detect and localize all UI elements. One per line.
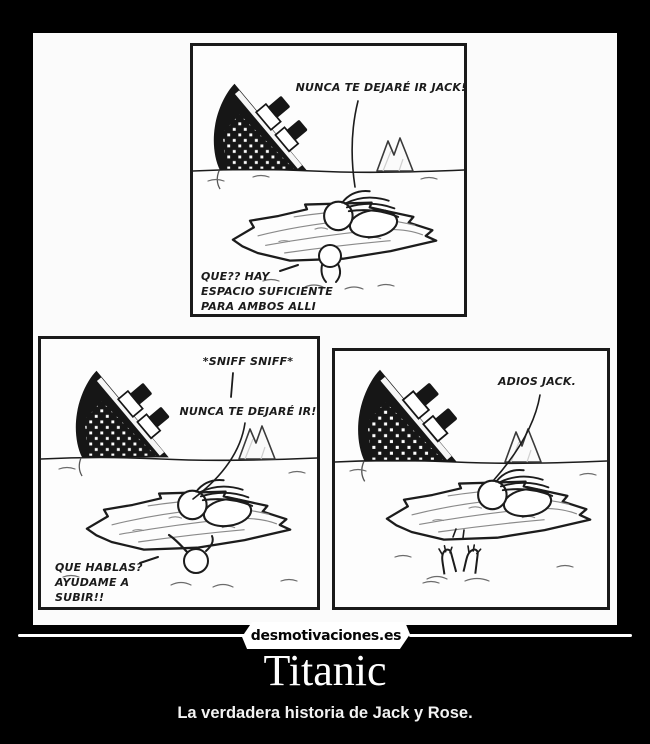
caption-pointer-dash [279,264,299,272]
raft-with-rose-drawing [385,468,592,541]
svg-text:ESPACIO SUFICIENTE: ESPACIO SUFICIENTE [201,285,333,298]
svg-text:SUBIR!!: SUBIR!! [55,591,104,604]
comic-panel-2: *SNIFF SNIFF* NUNCA TE DEJARÉ IR! QUE HA… [38,336,320,610]
panel-1-drawing: NUNCA TE DEJARÉ IR JACK! QUE?? HAY ESPAC… [193,46,464,313]
comic-panel-1: NUNCA TE DEJARÉ IR JACK! QUE?? HAY ESPAC… [190,43,467,317]
watermark-line-left [18,634,246,637]
sfx-pointer-line [230,372,234,398]
poster-title: Titanic [263,646,387,695]
caption-text: QUE HABLAS? AYUDAME A SUBIR!! [54,561,143,604]
speech-pointer-line [492,394,541,482]
panel-2-drawing: *SNIFF SNIFF* NUNCA TE DEJARÉ IR! QUE HA… [41,355,317,604]
poster-subtitle: La verdadera historia de Jack y Rose. [177,704,473,722]
raft-with-rose-drawing [85,478,292,551]
iceberg-drawing [504,428,542,463]
comic-image: NUNCA TE DEJARÉ IR JACK! QUE?? HAY ESPAC… [33,33,617,625]
iceberg-drawing [376,137,414,172]
jack-figure [304,244,364,290]
jack-hands [426,528,490,582]
watermark-ribbon: desmotivaciones.es [242,622,410,649]
sinking-ship-drawing [214,84,311,189]
caption-text: QUE?? HAY ESPACIO SUFICIENTE PARA AMBOS … [201,270,333,313]
panel-3-drawing: ADIOS JACK. [335,351,607,584]
svg-text:PARA AMBOS ALLI: PARA AMBOS ALLI [201,300,316,313]
watermark-line-right [409,634,632,637]
iceberg-drawing [238,425,276,460]
sfx-text: *SNIFF SNIFF* [203,355,293,368]
speech-pointer-line [351,100,359,188]
speech-text: ADIOS JACK. [497,375,576,388]
sinking-ship-drawing [358,370,460,482]
water-ripples [349,468,597,584]
sinking-ship-drawing [76,371,173,476]
svg-text:QUE?? HAY: QUE?? HAY [201,270,270,283]
water-ripples [58,466,306,582]
comic-panel-3: ADIOS JACK. [332,348,610,610]
water-ripples [207,174,438,287]
svg-text:QUE HABLAS?: QUE HABLAS? [55,561,143,574]
caption-pointer-dash [139,556,159,564]
svg-text:AYUDAME A: AYUDAME A [54,576,129,589]
watermark-text: desmotivaciones.es [250,627,402,644]
speech-text: NUNCA TE DEJARÉ IR JACK! [296,81,464,94]
jack-figure [167,533,234,588]
speech-pointer-line [192,422,246,500]
speech-text: NUNCA TE DEJARÉ IR! [179,405,316,418]
